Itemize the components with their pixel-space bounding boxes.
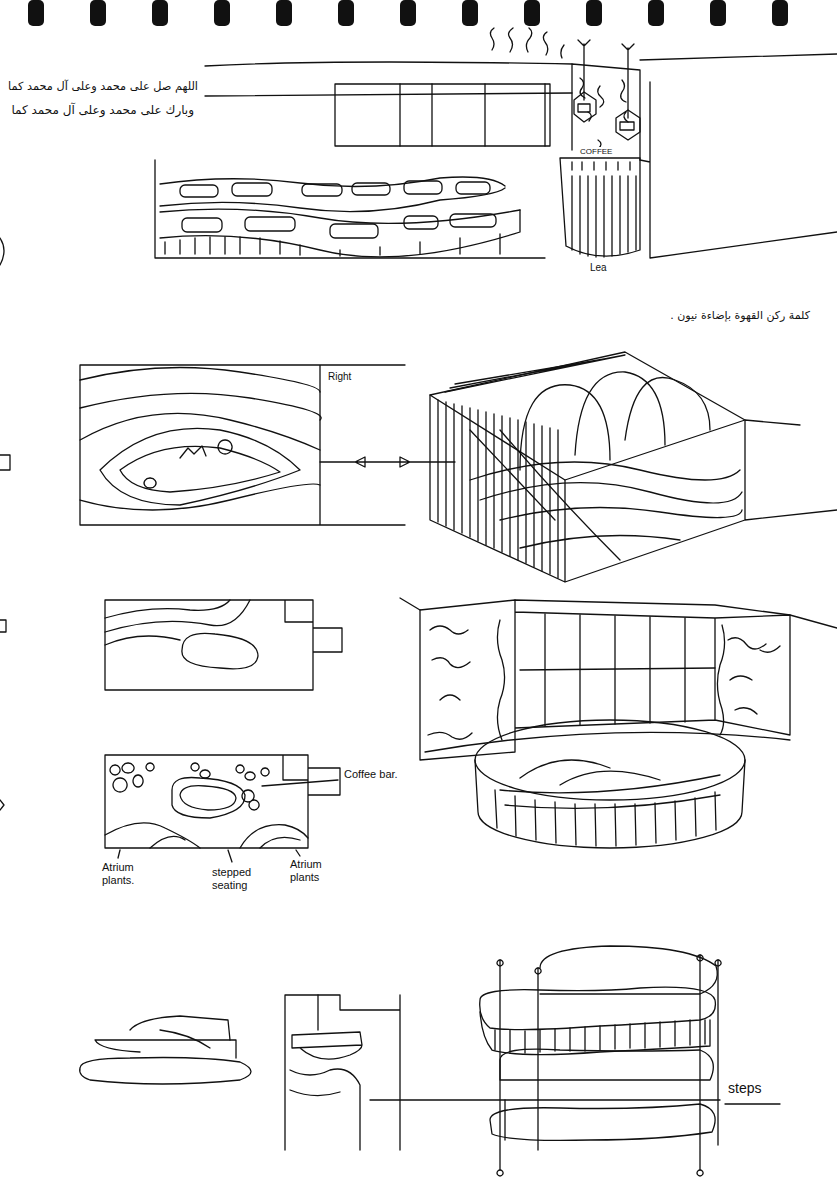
callout-label: steps <box>726 1080 763 1096</box>
contour-plan <box>80 365 455 525</box>
arabic-note: وبارك على محمد وعلى آل محمد كما <box>9 104 196 118</box>
callout-label: Coffee bar. <box>342 768 406 781</box>
wave-box-perspective <box>430 352 837 582</box>
signature: Lea <box>588 262 609 274</box>
callout-label: Atrium plants. <box>100 861 164 886</box>
page-margin-marks <box>0 238 10 810</box>
sign-label: COFFEE <box>578 147 614 156</box>
arabic-note: اللهم صل على محمد وعلى آل محمد كما <box>6 80 200 93</box>
lounge-perspective <box>155 28 837 258</box>
arabic-note: كلمة ركن القهوة بإضاءة نيون . <box>668 310 812 323</box>
spiral-binding <box>28 0 788 26</box>
step-studies <box>80 946 780 1176</box>
lounge-volume-perspective <box>400 598 837 848</box>
callout-label: Atrium plants <box>288 858 354 883</box>
plan-three <box>105 755 340 862</box>
view-label: Right <box>326 371 353 383</box>
callout-label: stepped seating <box>210 866 284 891</box>
plan-two <box>105 600 342 690</box>
